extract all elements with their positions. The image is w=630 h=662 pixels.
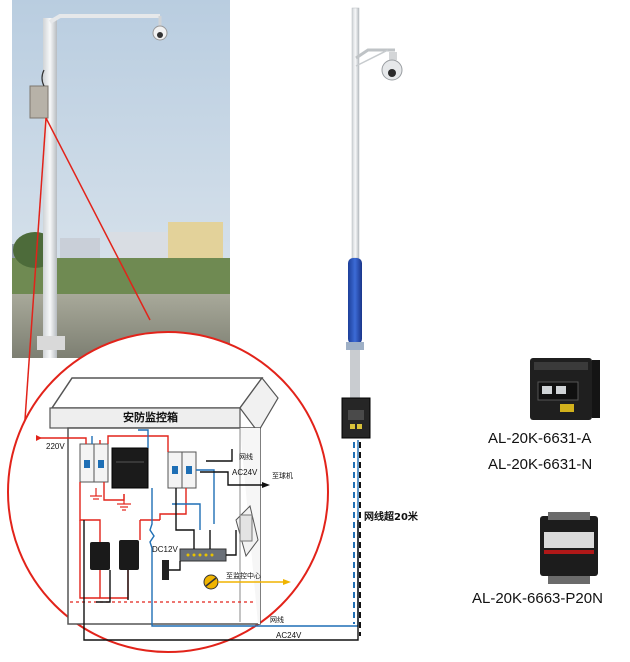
dc-adapter <box>162 560 169 580</box>
power-adapter-2 <box>119 540 139 570</box>
model-switch-a: AL-20K-6631-A <box>488 430 592 447</box>
label-ac24v-top: AC24V <box>232 468 258 477</box>
label-to-camera: 至球机 <box>272 471 293 480</box>
product-switch-image <box>530 358 600 420</box>
cabinet-drawing <box>36 377 359 641</box>
black-wires <box>83 449 359 641</box>
cabinet-roof <box>50 377 264 409</box>
label-wangxian-top: 网线 <box>239 452 253 461</box>
photo-cabinet <box>29 85 49 119</box>
label-dc12v: DC12V <box>152 545 178 554</box>
street-photo <box>12 0 230 358</box>
photo-pole <box>43 18 57 358</box>
cabinet-title: 安防监控箱 <box>123 410 178 424</box>
label-ac24v-bottom: AC24V <box>276 631 302 640</box>
pole-drawing <box>341 7 403 636</box>
pole-sleeve <box>348 258 362 344</box>
transformer-module <box>111 447 149 489</box>
model-switch-n: AL-20K-6631-N <box>488 456 593 473</box>
label-to-center: 至监控中心 <box>226 571 261 580</box>
label-wangxian-bottom: 网线 <box>270 615 284 624</box>
power-adapter-1 <box>90 542 110 570</box>
red-wires <box>40 435 187 599</box>
cable-length-label: 网线超20米 <box>364 510 419 523</box>
product-psu-image <box>540 512 598 584</box>
label-220v: 220V <box>46 442 65 451</box>
model-psu: AL-20K-6663-P20N <box>472 590 603 607</box>
